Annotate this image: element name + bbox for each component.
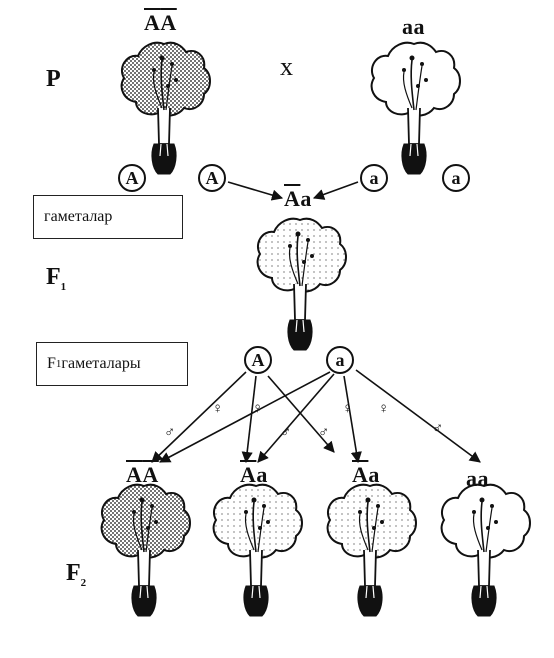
generation-f1-label: F1	[46, 264, 67, 293]
arrow-a-to-Aa-1	[257, 373, 335, 463]
f1-flower-hybrid	[256, 217, 347, 351]
arrow-A-to-AA	[151, 371, 247, 463]
arrow-gamete-a-to-f1	[312, 181, 359, 200]
female-symbol: ♀	[252, 401, 264, 417]
male-symbol: ♂	[164, 425, 176, 441]
f2-genotype-2: Aa	[240, 462, 268, 487]
parent-right-genotype: aa	[402, 14, 425, 39]
arrow-a-to-AA	[159, 371, 331, 463]
arrow-gamete-A-to-f1	[227, 181, 284, 201]
gametes-label-box: гаметалар	[33, 195, 183, 239]
f1-genotype: Aa	[284, 186, 312, 211]
arrow-a-to-aa	[355, 369, 481, 463]
generation-f2-label: F2	[66, 560, 87, 589]
gamete-parent-right-outer: a	[442, 164, 470, 192]
f2-flower-Aa-2	[326, 483, 417, 617]
gamete-parent-left-inner: A	[198, 164, 226, 192]
male-symbol: ♂	[432, 421, 444, 437]
f2-genotype-3: Aa	[352, 462, 380, 487]
parent-flower-recessive	[370, 41, 461, 176]
f2-flower-AA	[100, 483, 191, 617]
gamete-f1-left: A	[244, 346, 272, 374]
parent-left-genotype: AA	[144, 10, 177, 35]
male-symbol: ♂	[280, 425, 292, 441]
parent-flower-dominant	[120, 41, 211, 176]
female-symbol: ♀	[212, 401, 224, 417]
cross-symbol: x	[280, 52, 293, 81]
f2-genotype-4: aa	[466, 466, 489, 491]
gamete-f1-right: a	[326, 346, 354, 374]
gamete-parent-left-outer: A	[118, 164, 146, 192]
arrow-A-to-Aa-1	[241, 375, 257, 464]
female-symbol: ♀	[378, 401, 390, 417]
male-symbol: ♂	[318, 425, 330, 441]
arrow-a-to-Aa-2	[343, 375, 362, 464]
arrow-A-to-Aa-2	[267, 375, 335, 453]
generation-p-label: P	[46, 66, 61, 92]
gamete-parent-right-inner: a	[360, 164, 388, 192]
f2-genotype-1: AA	[126, 462, 159, 487]
female-symbol: ♀	[342, 401, 354, 417]
f2-flower-aa	[440, 483, 531, 617]
f2-flower-Aa-1	[212, 483, 303, 617]
